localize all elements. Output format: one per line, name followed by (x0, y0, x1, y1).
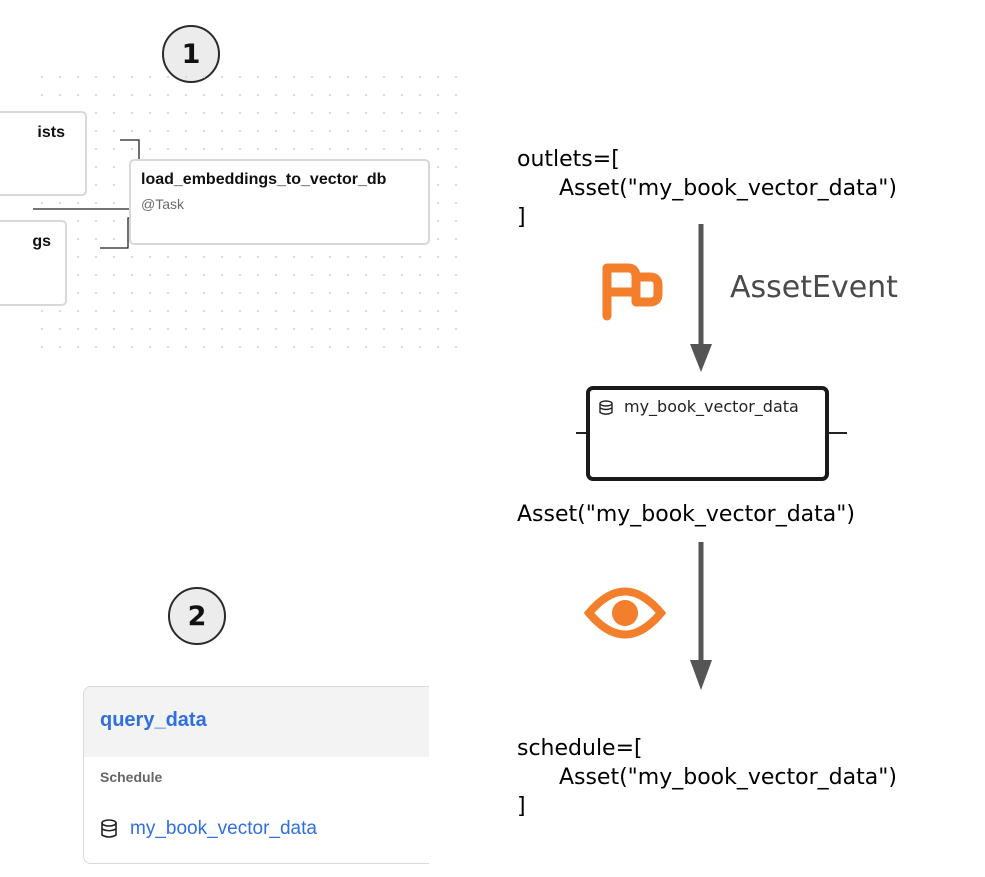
task-node-load-embeddings[interactable]: load_embeddings_to_vector_db @Task (129, 159, 430, 245)
asset-edge-in (576, 432, 588, 434)
event-arrow-head (690, 344, 712, 372)
asset-edge-out (827, 432, 847, 434)
upstream-task-node[interactable]: gs (0, 220, 67, 306)
asset-node-label: my_book_vector_data (624, 397, 799, 416)
crop-edge (429, 680, 459, 875)
asset-code: Asset("my_book_vector_data") (517, 502, 855, 527)
database-icon (599, 400, 613, 415)
schedule-label: Schedule (100, 769, 163, 785)
eye-icon (583, 587, 667, 639)
upstream-task-name: ists (37, 124, 65, 141)
task-name: load_embeddings_to_vector_db (141, 171, 387, 188)
dag-card-header: query_data (84, 687, 442, 757)
schedule-arrow-head (690, 660, 712, 690)
upstream-task-node[interactable]: ists (0, 111, 87, 196)
schedule-asset-row[interactable]: my_book_vector_data (100, 818, 317, 840)
schedule-code: schedule=[ Asset("my_book_vector_data") … (517, 736, 897, 819)
database-icon (101, 819, 117, 838)
airflow-flag-icon (602, 263, 663, 321)
dag-card-query-data[interactable]: query_data Schedule my_book_vector_data (83, 686, 443, 864)
asset-link[interactable]: my_book_vector_data (130, 818, 317, 839)
task-decorator: @Task (141, 196, 184, 212)
outlets-code: outlets=[ Asset("my_book_vector_data") ] (517, 147, 897, 230)
asset-node[interactable]: my_book_vector_data (586, 386, 829, 481)
step-2-badge: 2 (168, 587, 226, 645)
upstream-task-name: gs (32, 233, 51, 250)
dag-name-link[interactable]: query_data (100, 709, 207, 731)
asset-event-label: AssetEvent (730, 270, 898, 305)
